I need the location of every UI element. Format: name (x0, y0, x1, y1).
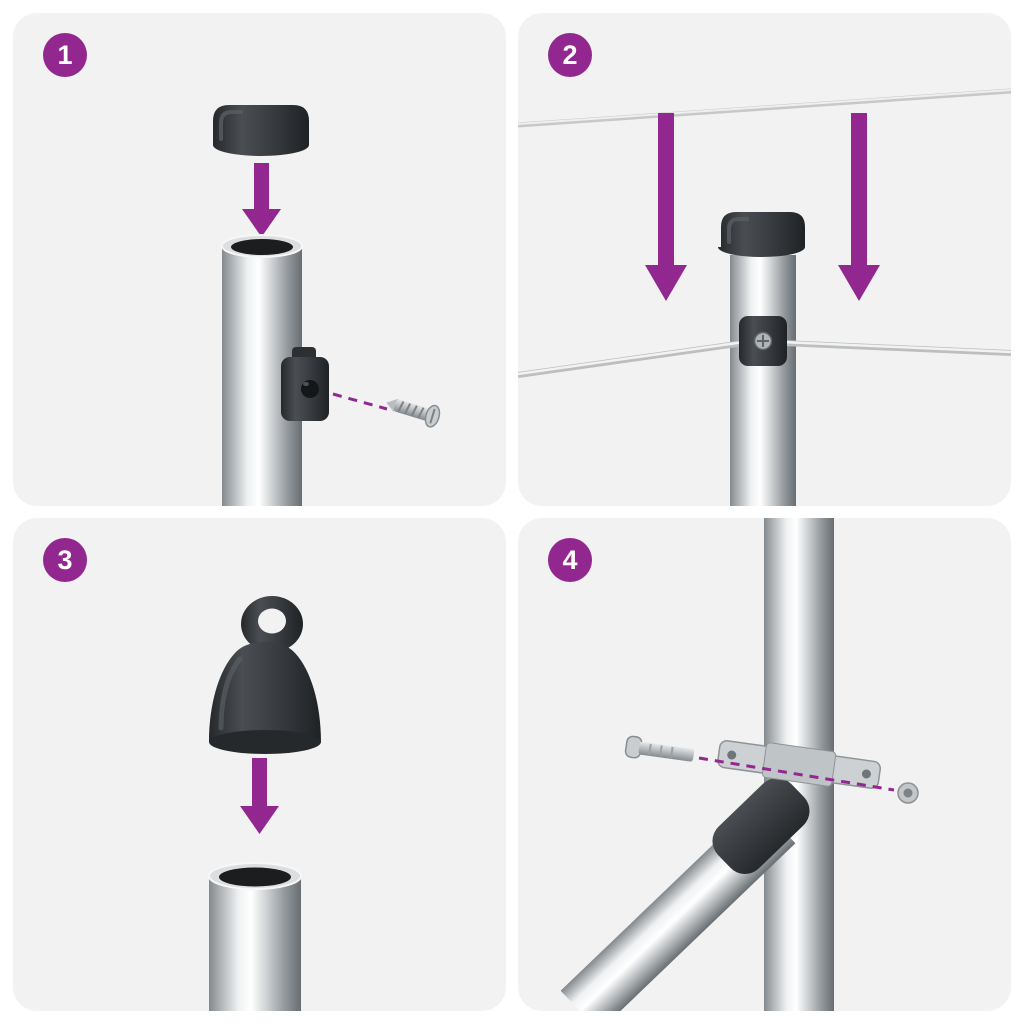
open-post (208, 862, 302, 1011)
clamp-fitting (281, 347, 329, 421)
post-cap (213, 105, 309, 156)
step-number: 1 (57, 39, 73, 70)
step-number-badge: 1 (43, 33, 87, 77)
down-arrow-icon (242, 163, 281, 237)
step-panel-4: 4 (518, 518, 1011, 1011)
dashed-guide-line (332, 392, 388, 411)
brace-connector (712, 777, 810, 875)
down-arrow-icon (240, 758, 279, 834)
wire-clamp (739, 316, 787, 366)
step-number: 4 (562, 544, 578, 575)
bolt (624, 735, 695, 762)
step-3-illustration (208, 596, 321, 1011)
step-1-illustration (213, 105, 441, 506)
step-panel-2: 2 (518, 13, 1011, 506)
step-number-badge: 3 (43, 538, 87, 582)
step-2-illustration (518, 88, 1011, 506)
step-number-badge: 2 (548, 33, 592, 77)
capped-post (718, 212, 805, 506)
nut (897, 782, 919, 804)
step-number: 3 (57, 544, 73, 575)
down-arrow-icon (838, 113, 880, 301)
step-number: 2 (562, 39, 578, 70)
top-tension-wire (518, 88, 1011, 128)
down-arrow-icon (645, 113, 687, 301)
step-number-badge: 4 (548, 538, 592, 582)
step-panel-1: 1 (13, 13, 506, 506)
screw (386, 398, 441, 428)
post-clamp (717, 740, 882, 789)
diagonal-brace (560, 777, 810, 1011)
eyelet-cap (209, 596, 321, 754)
dashed-guide-line (698, 756, 895, 792)
step-4-illustration (560, 518, 919, 1011)
step-panel-3: 3 (13, 518, 506, 1011)
lower-tension-wire (518, 340, 1011, 378)
